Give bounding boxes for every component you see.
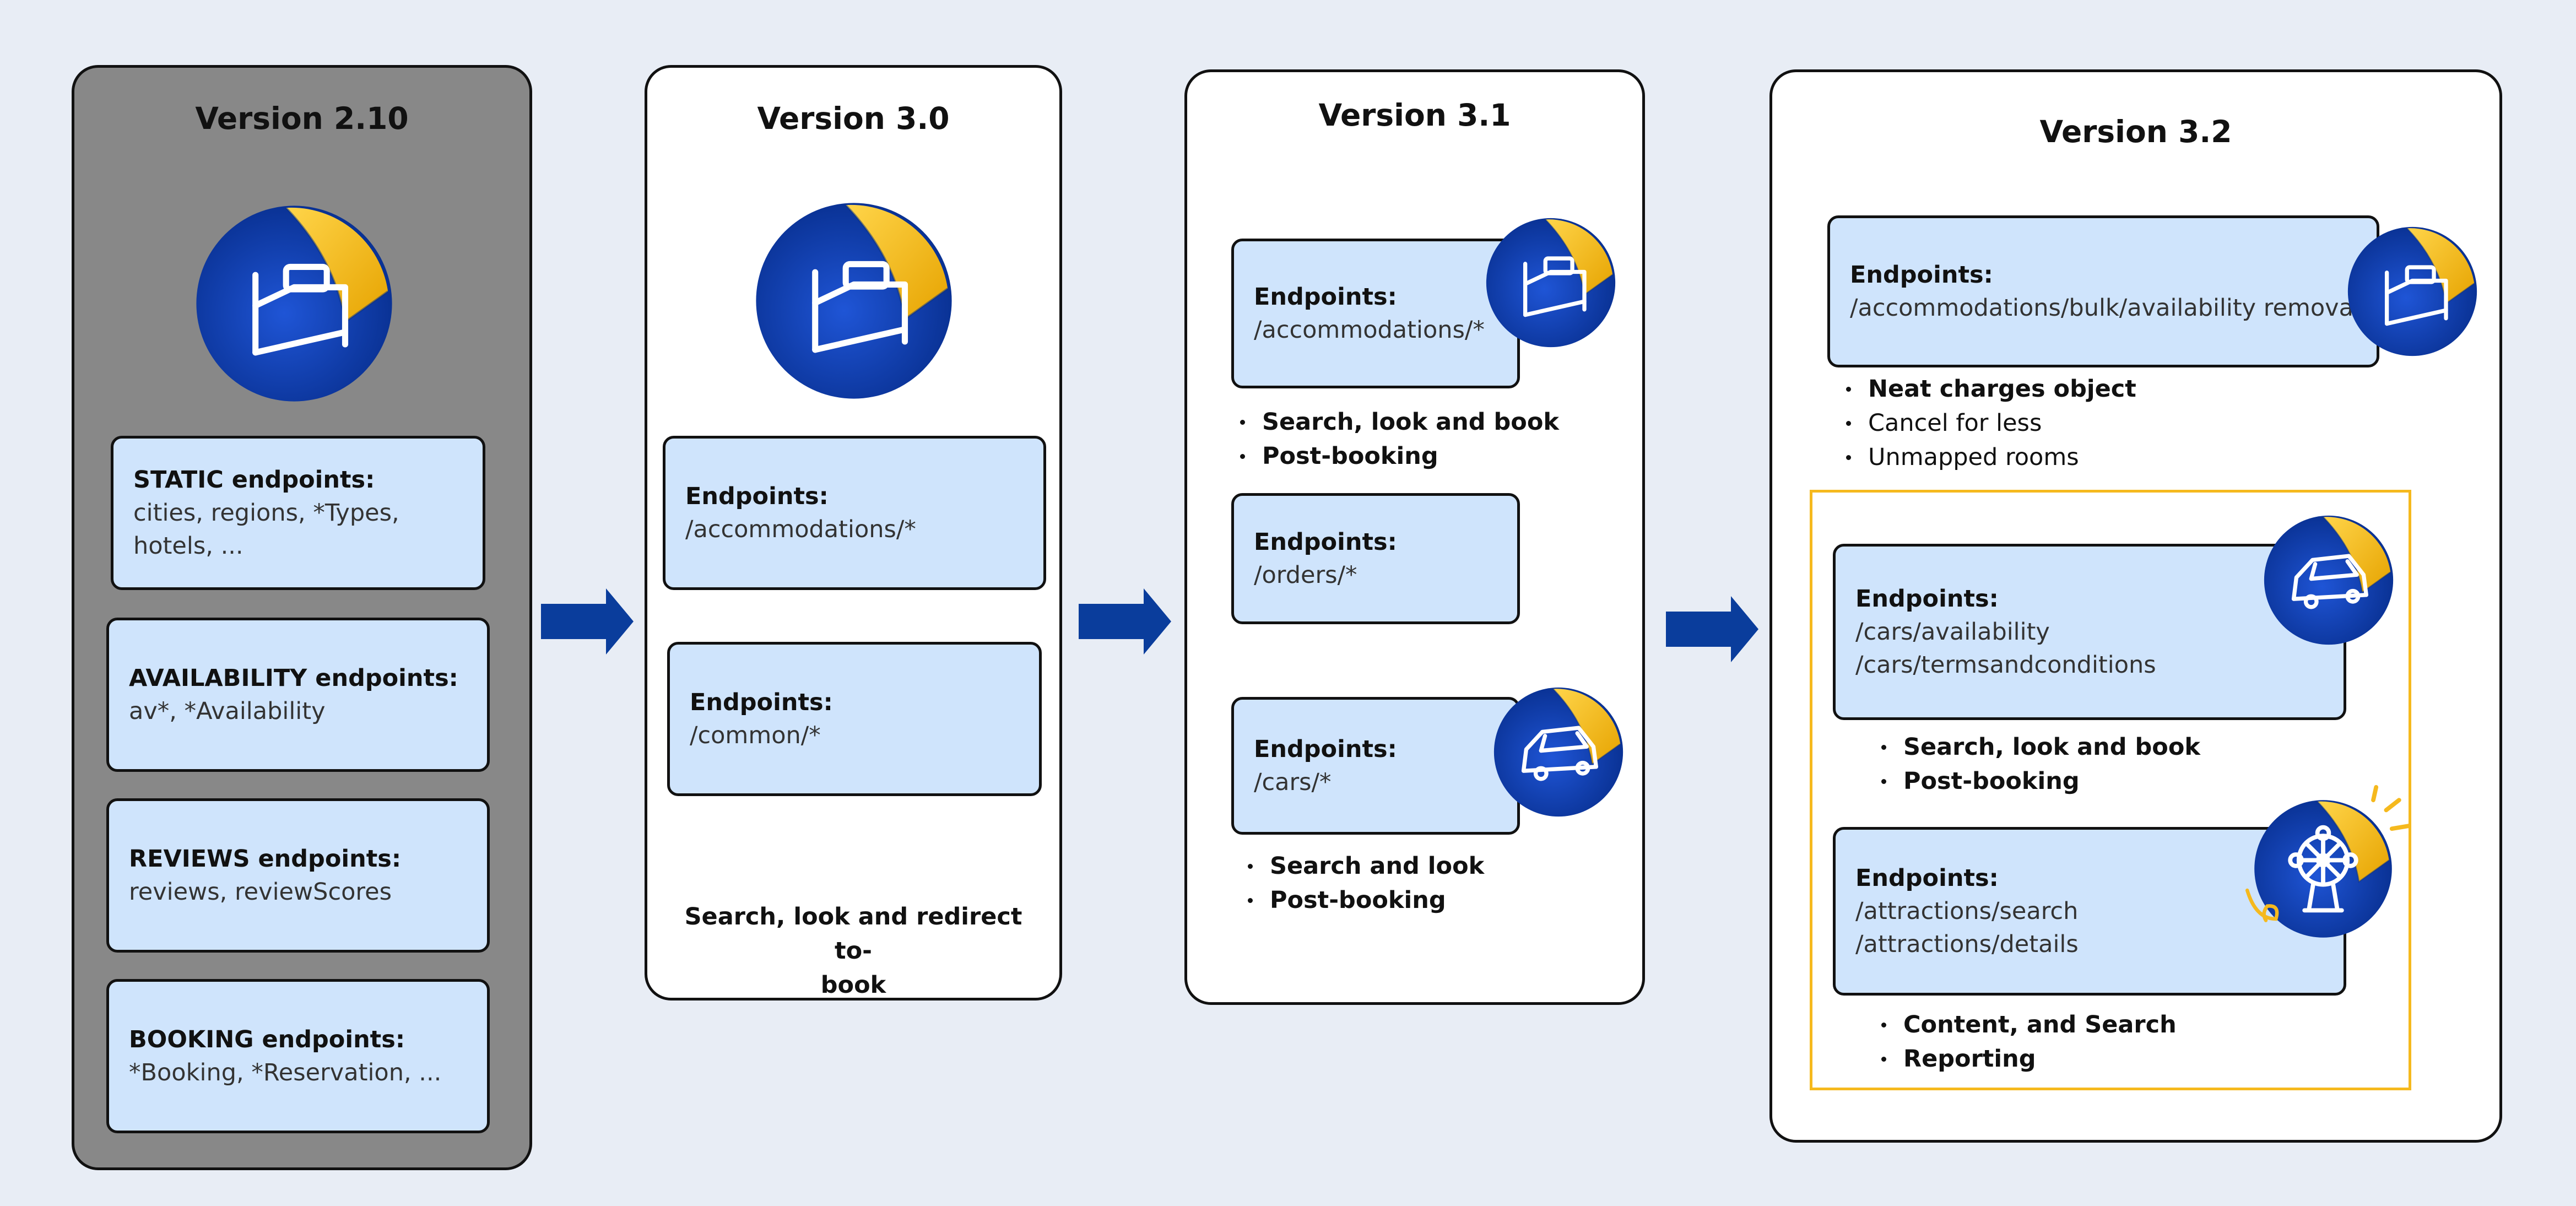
new-products-highlight <box>1810 490 2411 1090</box>
car-icon <box>1493 686 1624 818</box>
list-item: Search, look and book <box>1878 730 2200 764</box>
endpoint-label: Endpoints: <box>1254 736 1397 763</box>
list-item: Search, look and book <box>1237 405 1559 439</box>
endpoint-label: REVIEWS endpoints: <box>129 845 402 873</box>
endpoint-path: /cars/availability <box>1855 618 2050 646</box>
arrow-right-icon <box>1079 588 1171 655</box>
endpoint-label: BOOKING endpoints: <box>129 1026 405 1053</box>
endpoint-label: STATIC endpoints: <box>133 466 375 494</box>
endpoint-path: /accommodations/* <box>1254 316 1485 344</box>
list-item: Post-booking <box>1244 883 1484 917</box>
list-item: Content, and Search <box>1878 1008 2177 1042</box>
availability-endpoints-box: AVAILABILITY endpoints: av*, *Availabili… <box>106 618 490 772</box>
endpoint-label: Endpoints: <box>1254 283 1397 311</box>
list-item: Cancel for less <box>1843 406 2136 440</box>
endpoint-path: cities, regions, *Types, <box>133 499 399 527</box>
endpoint-path: /accommodations/* <box>685 516 916 543</box>
list-item: Search and look <box>1244 849 1484 883</box>
endpoint-label: Endpoints: <box>1855 864 1999 892</box>
endpoint-path: /common/* <box>690 722 821 749</box>
endpoint-path: /attractions/details <box>1855 931 2079 958</box>
version-title: Version 3.0 <box>757 101 950 136</box>
version-3-2-column: Version 3.2 Endpoints: /accommodations/b… <box>1769 69 2502 1143</box>
version-title: Version 3.2 <box>2039 114 2232 149</box>
endpoint-label: Endpoints: <box>1850 261 1993 289</box>
arrow-right-icon <box>1666 596 1758 662</box>
cars-endpoints-box: Endpoints: /cars/availability /cars/term… <box>1833 544 2346 720</box>
bed-icon <box>195 204 393 403</box>
accommodations-endpoints-box: Endpoints: /accommodations/* <box>663 436 1046 590</box>
orders-endpoints-box: Endpoints: /orders/* <box>1231 493 1520 624</box>
attractions-capability-list: Content, and Search Reporting <box>1878 1008 2177 1076</box>
arrow-right-icon <box>541 588 634 655</box>
version-3-1-column: Version 3.1 Endpoints: /accommodations/*… <box>1184 69 1645 1005</box>
capability-caption: Search, look and redirect to- book <box>669 900 1037 1002</box>
endpoint-label: Endpoints: <box>1855 585 1999 613</box>
endpoint-label: Endpoints: <box>690 689 833 716</box>
accommodations-endpoints-box: Endpoints: /accommodations/* <box>1231 239 1520 388</box>
accommodations-endpoints-box: Endpoints: /accommodations/bulk/availabi… <box>1827 215 2379 367</box>
endpoint-label: AVAILABILITY endpoints: <box>129 664 458 692</box>
endpoint-path: hotels, ... <box>133 532 243 560</box>
caption-line: Search, look and redirect to- <box>684 903 1022 965</box>
version-title: Version 3.1 <box>1318 98 1511 133</box>
bed-icon <box>755 202 953 400</box>
list-item: Post-booking <box>1237 439 1559 473</box>
ferris-wheel-icon <box>2245 785 2411 939</box>
list-item: Reporting <box>1878 1042 2177 1076</box>
version-3-0-column: Version 3.0 Endpoints: /accommodations/*… <box>645 65 1062 1001</box>
endpoint-path: /cars/termsandconditions <box>1855 651 2156 679</box>
accommodations-capability-list: Search, look and book Post-booking <box>1237 405 1559 473</box>
cars-capability-list: Search, look and book Post-booking <box>1878 730 2200 798</box>
endpoint-path: reviews, reviewScores <box>129 878 392 906</box>
endpoint-path: /orders/* <box>1254 561 1357 589</box>
version-title: Version 2.10 <box>195 101 409 136</box>
endpoint-label: Endpoints: <box>685 483 829 510</box>
cars-endpoints-box: Endpoints: /cars/* <box>1231 697 1520 835</box>
accommodations-capability-list: Neat charges object Cancel for less Unma… <box>1843 372 2136 474</box>
endpoint-path: *Booking, *Reservation, ... <box>129 1059 442 1086</box>
reviews-endpoints-box: REVIEWS endpoints: reviews, reviewScores <box>106 798 490 953</box>
cars-capability-list: Search and look Post-booking <box>1244 849 1484 917</box>
bed-icon <box>1485 217 1616 348</box>
caption-line: book <box>820 971 886 999</box>
endpoint-path: av*, *Availability <box>129 697 326 725</box>
version-2-10-column: Version 2.10 STATIC endpoints: cities, r… <box>72 65 532 1170</box>
endpoint-path: /cars/* <box>1254 769 1332 796</box>
car-icon <box>2263 515 2394 646</box>
static-endpoints-box: STATIC endpoints: cities, regions, *Type… <box>111 436 485 590</box>
list-item: Post-booking <box>1878 764 2200 798</box>
endpoint-label: Endpoints: <box>1254 528 1397 556</box>
common-endpoints-box: Endpoints: /common/* <box>667 642 1042 796</box>
endpoint-path: /accommodations/bulk/availability remova… <box>1850 294 2360 322</box>
endpoint-path: /attractions/search <box>1855 897 2079 925</box>
list-item: Unmapped rooms <box>1843 440 2136 474</box>
bed-icon <box>2347 226 2478 357</box>
booking-endpoints-box: BOOKING endpoints: *Booking, *Reservatio… <box>106 979 490 1133</box>
list-item: Neat charges object <box>1843 372 2136 406</box>
